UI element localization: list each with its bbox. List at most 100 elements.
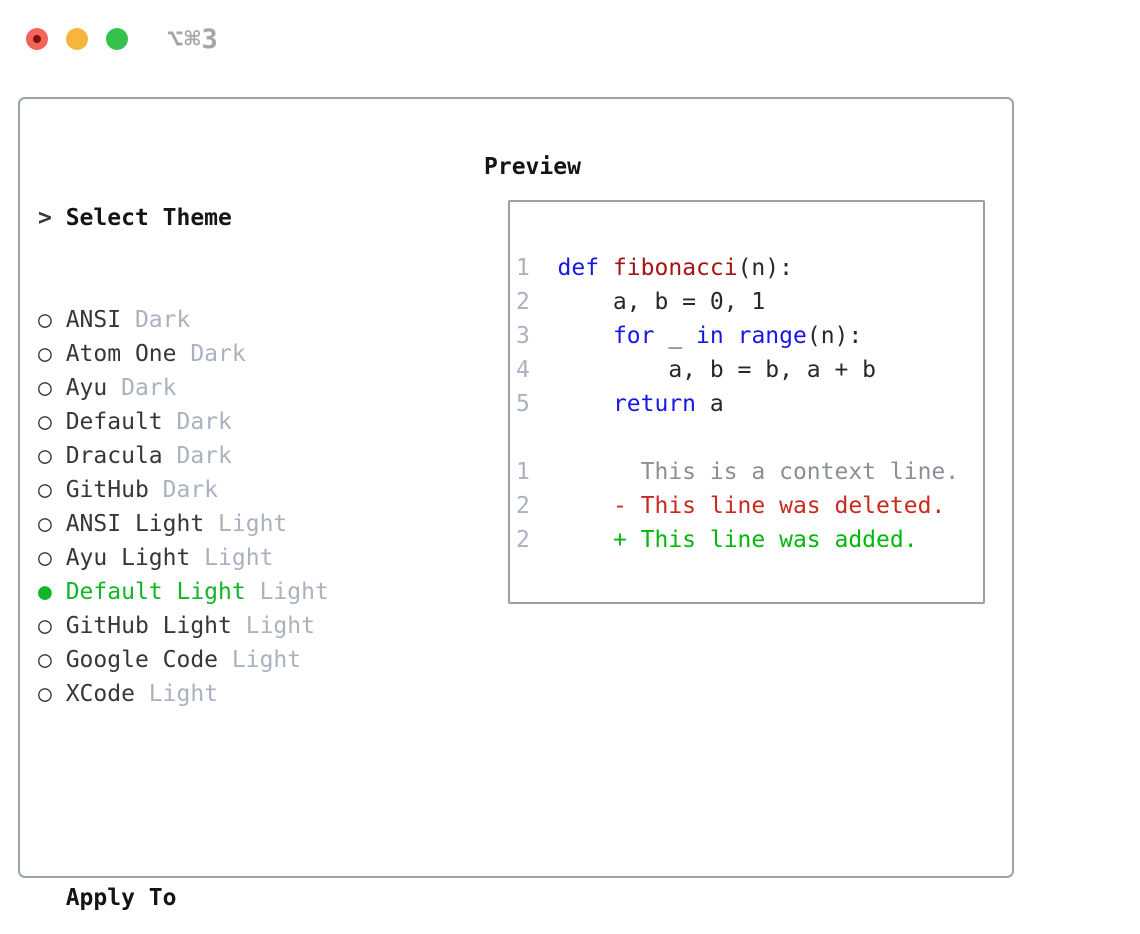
line-number: 1 (516, 255, 558, 281)
selected-radio-icon: ● (38, 579, 66, 605)
theme-variant-tag: Light (204, 511, 288, 537)
theme-item-ansi-light[interactable]: ○ ANSI Light Light (38, 507, 426, 541)
theme-item-ayu[interactable]: ○ Ayu Dark (38, 371, 426, 405)
code-token (599, 255, 613, 281)
code-token: (n): (806, 323, 863, 349)
theme-item-label: Atom One (65, 341, 177, 367)
theme-variant-tag: Light (218, 647, 302, 673)
titlebar: ⌥⌘3 (0, 0, 1140, 78)
preview-line: 3 for _ in range(n): (516, 319, 983, 353)
preview-line: 2 + This line was added. (516, 523, 983, 557)
theme-variant-tag: Dark (162, 443, 232, 469)
code-token: return (612, 391, 697, 417)
preview-title: Preview (484, 154, 581, 180)
theme-variant-tag: Dark (148, 477, 219, 503)
minimize-button[interactable] (66, 28, 88, 50)
theme-item-label: GitHub (65, 477, 149, 503)
preview-line: 1 This is a context line. (516, 455, 983, 489)
preview-line: 4 a, b = b, a + b (516, 353, 983, 387)
line-number: 2 (516, 493, 558, 519)
theme-item-google-code[interactable]: ○ Google Code Light (38, 643, 426, 677)
radio-icon: ○ (38, 341, 66, 367)
theme-item-label: Ayu (65, 375, 108, 401)
theme-item-ayu-light[interactable]: ○ Ayu Light Light (38, 541, 426, 575)
theme-variant-tag: Light (134, 681, 219, 707)
theme-item-dracula[interactable]: ○ Dracula Dark (38, 439, 426, 473)
line-number: 1 (516, 459, 558, 485)
select-theme-header-label: Select Theme (65, 205, 232, 231)
code-token: a, b = 0, 1 (557, 289, 766, 315)
theme-list: ○ ANSI Dark○ Atom One Dark○ Ayu Dark○ De… (38, 303, 426, 711)
theme-item-xcode[interactable]: ○ XCode Light (38, 677, 426, 711)
apply-to-label: Apply To (38, 885, 177, 911)
code-token: a (696, 391, 724, 417)
theme-item-label: ANSI (65, 307, 122, 333)
preview-blank-line (516, 421, 983, 455)
theme-variant-tag: Dark (162, 409, 232, 435)
focus-caret-icon: > (38, 205, 66, 231)
radio-icon: ○ (38, 545, 66, 571)
radio-icon: ○ (38, 647, 66, 673)
preview-line: 2 - This line was deleted. (516, 489, 983, 523)
theme-item-label: ANSI Light (65, 511, 205, 537)
code-token (558, 493, 613, 519)
theme-list-panel: > Select Theme ○ ANSI Dark○ Atom One Dar… (38, 133, 426, 934)
code-token (558, 527, 613, 553)
theme-item-label: XCode (65, 681, 135, 707)
theme-variant-tag: Dark (107, 375, 177, 401)
code-token: in (696, 323, 724, 349)
theme-item-label: Ayu Light (65, 545, 191, 571)
code-token (558, 391, 613, 417)
window-shortcut-label: ⌥⌘3 (167, 24, 219, 55)
radio-icon: ○ (38, 477, 66, 503)
theme-variant-tag: Dark (121, 307, 191, 333)
theme-item-ansi[interactable]: ○ ANSI Dark (38, 303, 426, 337)
code-token: _ (654, 323, 697, 349)
code-token: (n): (737, 255, 793, 281)
radio-icon: ○ (38, 613, 66, 639)
radio-icon: ○ (38, 443, 66, 469)
radio-icon: ○ (38, 511, 66, 537)
line-number: 2 (516, 289, 558, 315)
theme-selector-panel: > Select Theme ○ ANSI Dark○ Atom One Dar… (18, 97, 1014, 911)
code-token: + This line was added. (612, 527, 918, 553)
code-token: range (737, 323, 807, 349)
theme-item-label: GitHub Light (65, 613, 232, 639)
code-token: a, b = b, a + b (557, 357, 877, 383)
zoom-button[interactable] (106, 28, 128, 50)
code-token: for (612, 323, 655, 349)
code-token (724, 323, 738, 349)
code-token: fibonacci (612, 255, 738, 281)
preview-line: 2 a, b = 0, 1 (516, 285, 983, 319)
line-number: 5 (516, 391, 558, 417)
theme-variant-tag: Light (190, 545, 274, 571)
preview-line: 1 def fibonacci(n): (516, 251, 983, 285)
select-theme-header: > Select Theme (38, 201, 426, 235)
theme-item-github[interactable]: ○ GitHub Dark (38, 473, 426, 507)
theme-item-default-light[interactable]: ● Default Light Light (38, 575, 426, 609)
apply-to-header: Apply To (38, 881, 426, 915)
line-number: 3 (516, 323, 558, 349)
line-number: 2 (516, 527, 558, 553)
line-number: 4 (516, 357, 558, 383)
theme-variant-tag: Light (231, 613, 315, 639)
code-token: - This line was deleted. (612, 493, 946, 519)
theme-item-label: Google Code (65, 647, 219, 673)
theme-item-label: Default Light (65, 579, 246, 605)
theme-item-default[interactable]: ○ Default Dark (38, 405, 426, 439)
theme-item-github-light[interactable]: ○ GitHub Light Light (38, 609, 426, 643)
theme-item-label: Dracula (65, 443, 163, 469)
theme-variant-tag: Light (245, 579, 329, 605)
code-token (558, 323, 613, 349)
theme-item-atom-one[interactable]: ○ Atom One Dark (38, 337, 426, 371)
theme-item-label: Default (65, 409, 163, 435)
close-button[interactable] (26, 28, 48, 50)
code-token: def (557, 255, 600, 281)
radio-icon: ○ (38, 375, 66, 401)
radio-icon: ○ (38, 681, 66, 707)
radio-icon: ○ (38, 307, 66, 333)
radio-icon: ○ (38, 409, 66, 435)
code-token: This is a context line. (557, 459, 960, 485)
